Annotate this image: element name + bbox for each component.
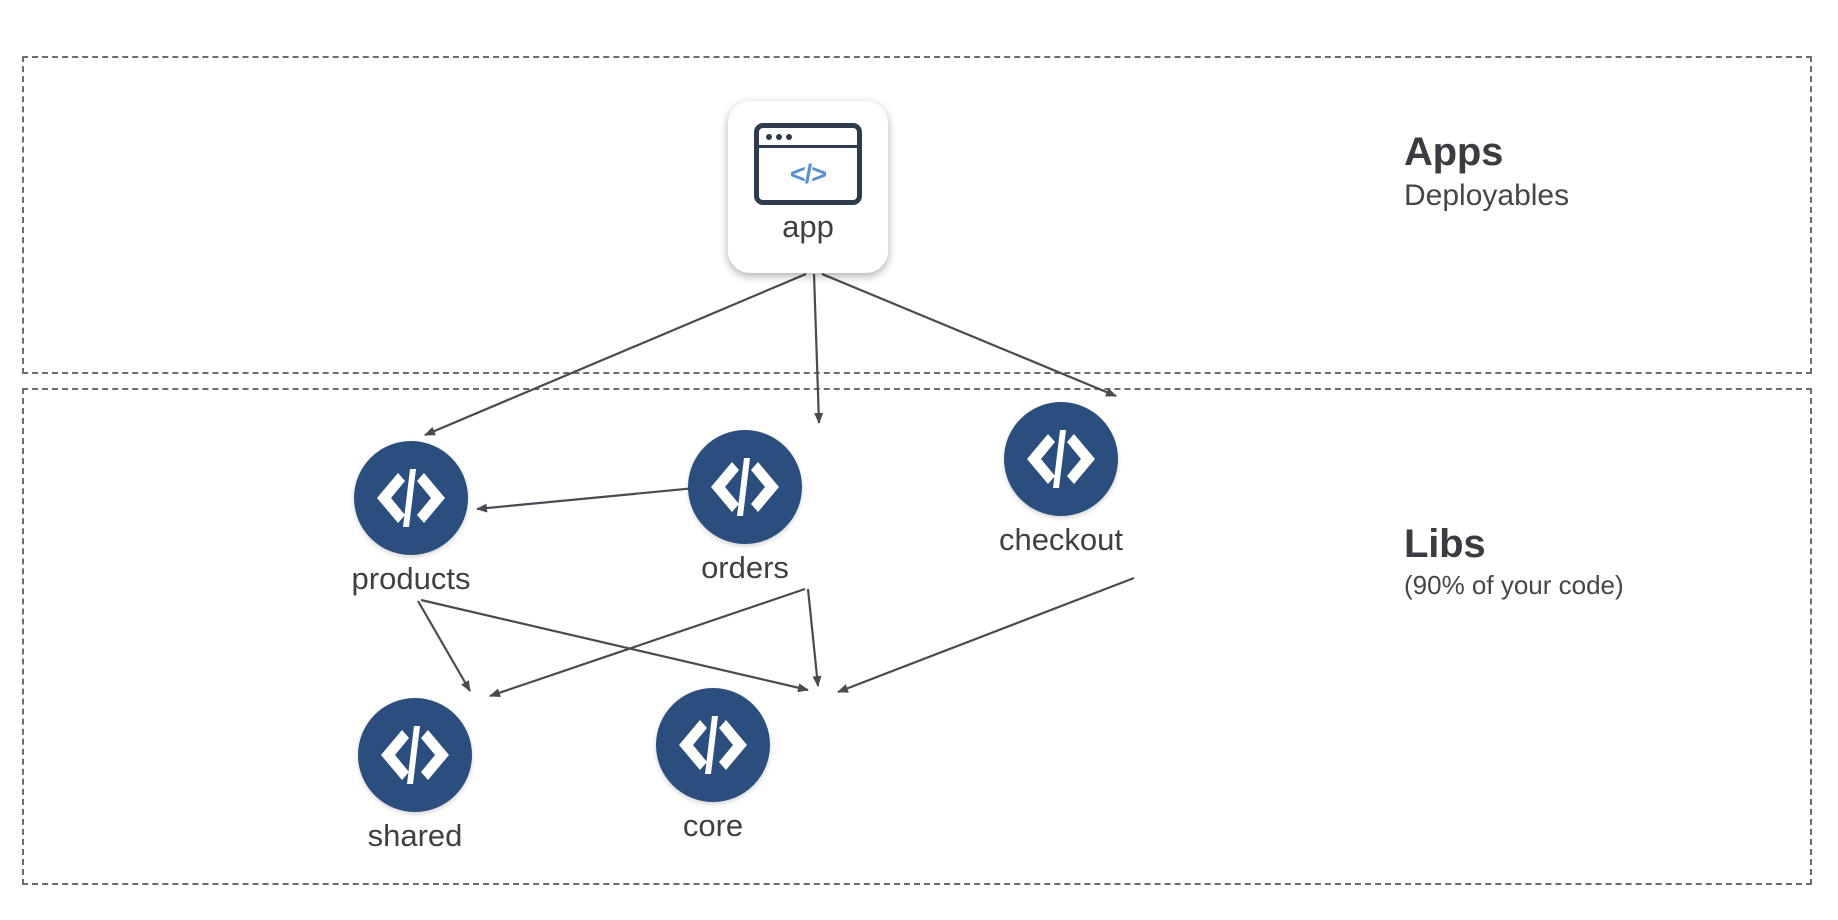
node-checkout-label: checkout: [998, 522, 1124, 557]
node-products[interactable]: products: [291, 441, 531, 597]
node-app-label: app: [782, 209, 834, 244]
code-brackets-icon: [358, 698, 472, 812]
code-tag-glyph: </>: [789, 158, 827, 189]
zone-apps-title: Apps: [1404, 130, 1504, 174]
code-brackets-icon: [656, 688, 770, 802]
browser-dot-3: [786, 133, 792, 140]
node-core-label: core: [682, 808, 744, 843]
zone-apps-subtitle: Deployables: [1404, 179, 1570, 212]
node-orders[interactable]: orders: [625, 430, 865, 586]
node-orders-label: orders: [701, 550, 789, 585]
code-brackets-icon: [1004, 402, 1118, 516]
node-checkout[interactable]: checkout: [941, 402, 1181, 558]
node-app[interactable]: </> app: [728, 101, 888, 273]
zone-libs-subtitle: (90% of your code): [1404, 570, 1624, 600]
node-shared-label: shared: [367, 818, 463, 853]
node-products-label: products: [351, 561, 471, 596]
browser-dot-1: [766, 133, 772, 140]
zone-label-apps: Apps Deployables: [1404, 130, 1569, 214]
code-brackets-icon: [688, 430, 802, 544]
code-browser-window-icon: </>: [754, 123, 862, 205]
node-shared[interactable]: shared: [295, 698, 535, 854]
zone-libs-title: Libs: [1404, 522, 1486, 566]
node-core[interactable]: core: [593, 688, 833, 844]
code-brackets-icon: [354, 441, 468, 555]
zone-apps: [22, 56, 1812, 374]
zone-label-libs: Libs (90% of your code): [1404, 522, 1624, 601]
browser-titlebar: [759, 128, 857, 148]
browser-dot-2: [776, 133, 782, 140]
